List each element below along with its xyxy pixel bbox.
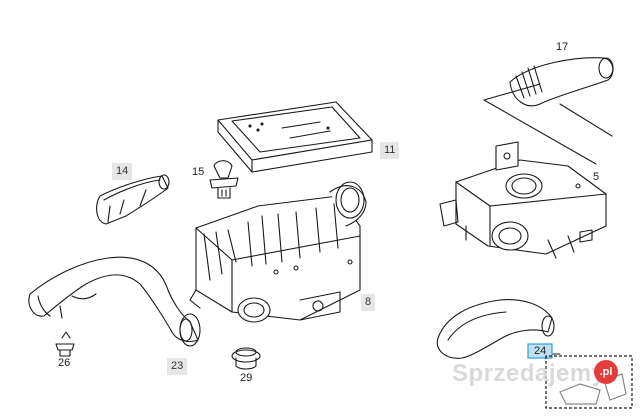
watermark-text: Sprzedajemy <box>452 360 606 387</box>
watermark-badge: .pl <box>594 360 618 384</box>
grommet <box>231 347 261 370</box>
part-number-8: 8 <box>361 294 376 311</box>
part-number-14: 14 <box>112 163 133 180</box>
part-number-15: 15 <box>192 166 205 178</box>
air-filter-housing <box>189 181 367 323</box>
part-number-29: 29 <box>240 372 253 384</box>
bellows-duct <box>483 57 614 165</box>
intake-snorkel <box>96 174 170 225</box>
part-number-26: 26 <box>58 357 71 369</box>
air-filter-element <box>217 101 373 173</box>
part-number-17: 17 <box>556 41 569 53</box>
small-clip <box>55 331 75 357</box>
part-number-5: 5 <box>593 171 600 183</box>
intake-hose <box>28 256 201 347</box>
part-number-11: 11 <box>380 142 400 159</box>
outlet-hose <box>436 299 561 359</box>
part-number-23: 23 <box>167 358 188 375</box>
retaining-clip <box>209 160 239 199</box>
housing-assembly <box>439 141 607 259</box>
part-number-24: 24 <box>534 345 547 357</box>
